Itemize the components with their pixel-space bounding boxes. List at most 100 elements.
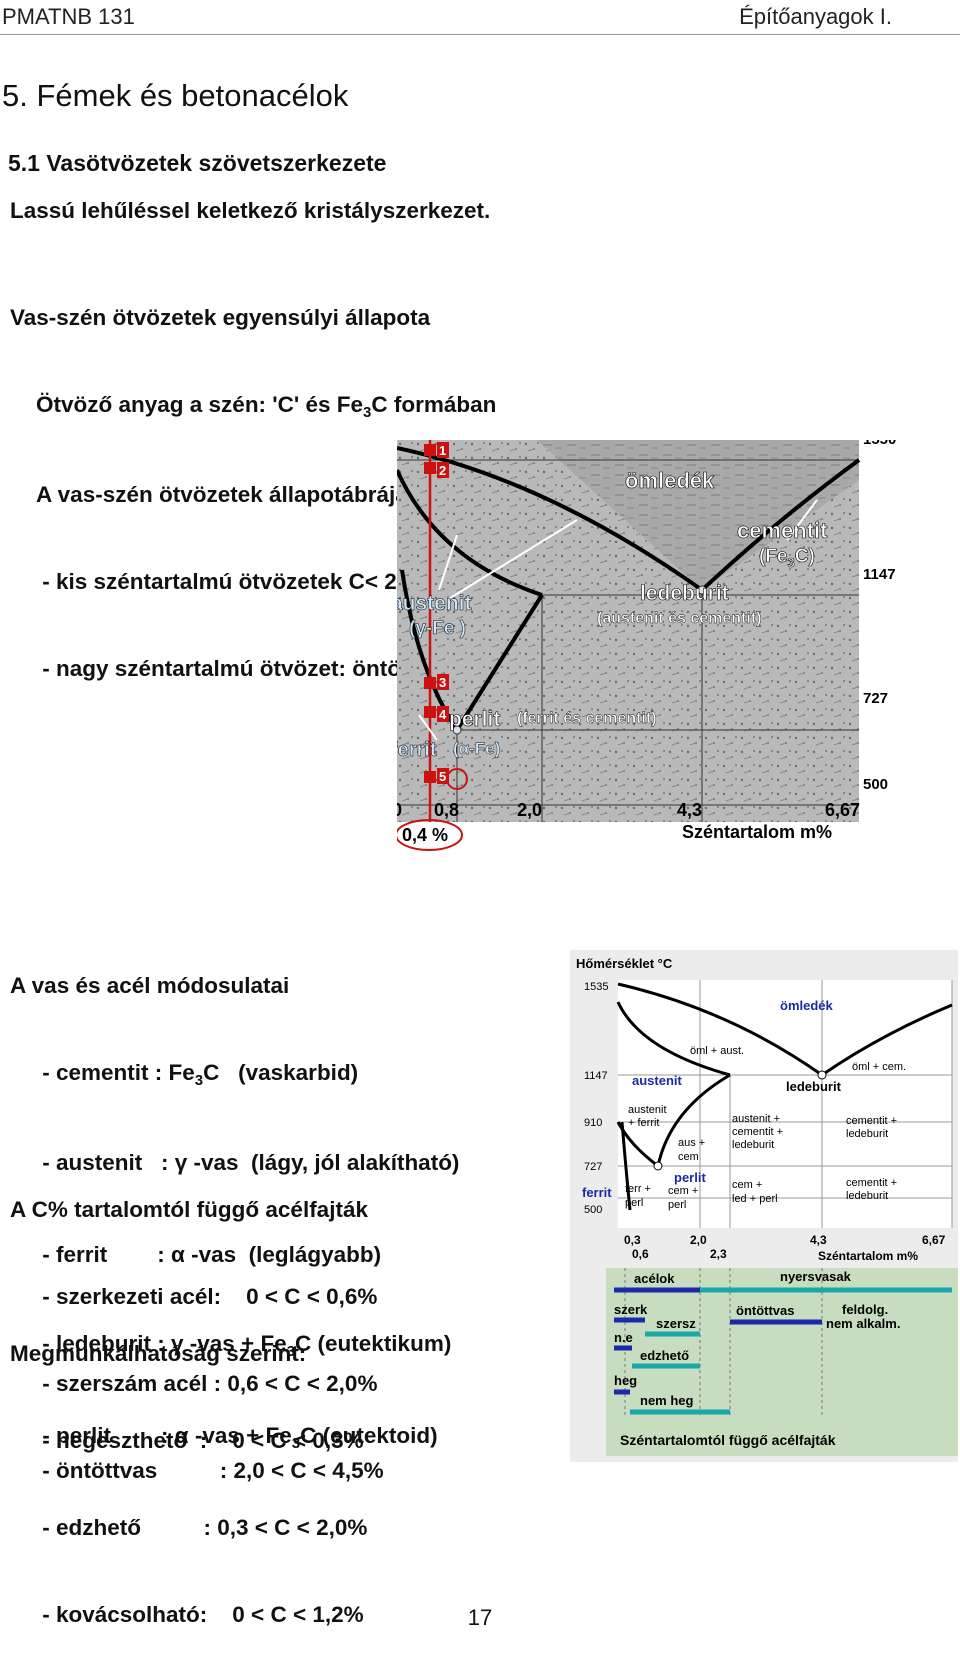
d2-xlabel: Széntartalom m% <box>818 1249 918 1263</box>
workability-forgeable: - kovácsolható: 0 < C < 1,2% <box>36 1602 364 1627</box>
mod-austenit: - austenit : γ -vas (lágy, jól alakíthat… <box>36 1150 460 1175</box>
label-ferrit: ferrit <box>397 739 437 761</box>
workability-title: Megmunkálhatóság szerint: <box>10 1341 307 1366</box>
d2-band-caption: Széntartalomtól függő acélfajták <box>620 1432 836 1448</box>
label-ledeburit: ledeburit <box>640 582 729 605</box>
d2-temp-500: 500 <box>584 1204 602 1216</box>
label-ledeburit-sub: (austenit és cementit) <box>597 610 761 627</box>
d2-aus-ferrit-2: + ferrit <box>628 1117 659 1129</box>
d2-perlit: perlit <box>674 1170 706 1185</box>
modifications-title: A vas és acél módosulatai <box>10 973 290 998</box>
d2-fp-2: perl <box>625 1197 643 1209</box>
temp-1147: 1147 <box>863 566 896 583</box>
d2-carbon-0-6: 0,6 <box>632 1247 649 1261</box>
d2-acl-3: ledeburit <box>732 1139 774 1151</box>
temp-1550: 1550 <box>863 440 896 448</box>
carbon-4-3: 4,3 <box>677 800 702 820</box>
diagram2-ytitle: Hőmérséklet °C <box>576 956 673 971</box>
section-title: 5.1 Vasötvözetek szövetszerkezete <box>8 150 387 176</box>
mod-cementit: - cementit : Fe3C (vaskarbid) <box>36 1060 359 1089</box>
d2-carbon-2-0: 2,0 <box>690 1233 707 1247</box>
steel-types-title: A C% tartalomtól függő acélfajták <box>10 1197 368 1222</box>
steel-types-block: A C% tartalomtól függő acélfajták - szer… <box>10 1137 384 1514</box>
d2-acl-2: cementit + <box>732 1126 783 1138</box>
carbon-0-8: 0,8 <box>434 800 459 820</box>
label-perlit-sub: (ferrit és cementit) <box>517 710 657 727</box>
d2-band-feldolg-1: feldolg. <box>842 1302 888 1317</box>
workability-block: Megmunkálhatóság szerint: - hegeszthető … <box>10 1281 367 1658</box>
d2-band-feldolg-2: nem alkalm. <box>826 1316 900 1331</box>
equilibrium-line-2: Ötvöző anyag a szén: 'C' és Fe3C formába… <box>36 392 497 421</box>
label-austenit-sub: (γ-Fe ) <box>409 618 466 639</box>
d2-band-nyersvasak: nyersvasak <box>780 1269 852 1284</box>
label-austenit: austenit <box>397 592 472 615</box>
carbon-6-67: 6,67 <box>825 800 860 820</box>
d2-oml-cem: öml + cem. <box>852 1061 906 1073</box>
d2-band-szersz: szersz <box>656 1316 696 1331</box>
label-cementit: cementit <box>737 518 828 543</box>
mod-ferrit: - ferrit : α -vas (leglágyabb) <box>36 1242 382 1267</box>
d2-acl-1: austenit + <box>732 1113 780 1125</box>
point-2-label: 2 <box>439 463 446 478</box>
header-course-code: PMATNB 131 <box>2 4 135 29</box>
workability-weldable: - hegeszthető : 0 < C < 0,3% <box>36 1428 364 1453</box>
d2-austenit: austenit <box>632 1073 683 1088</box>
d2-aus-cem-2: cem <box>678 1151 699 1163</box>
d2-clp-1: cem + <box>732 1179 762 1191</box>
label-ferrit-sub: (α-Fe) <box>453 739 500 758</box>
marked-carbon: 0,4 % <box>402 825 448 845</box>
d2-aus-ferrit-1: austenit <box>628 1104 667 1116</box>
d2-band-ontottvas: öntöttvas <box>736 1303 795 1318</box>
temp-500: 500 <box>863 776 888 793</box>
equilibrium-text: Vas-szén ötvözetek egyensúlyi állapota Ö… <box>10 245 496 712</box>
workability-hardenable: - edzhető : 0,3 < C < 2,0% <box>36 1515 368 1540</box>
d2-carbon-0-3: 0,3 <box>624 1233 641 1247</box>
d2-carbon-4-3: 4,3 <box>810 1233 827 1247</box>
temp-727: 727 <box>863 690 888 707</box>
point-4-label: 4 <box>439 707 447 722</box>
d2-ledeburit: ledeburit <box>786 1079 842 1094</box>
d2-temp-910: 910 <box>584 1117 602 1129</box>
d2-cp-1: cem + <box>668 1185 698 1197</box>
header-subject: Építőanyagok I. <box>739 4 892 29</box>
d2-cl2-1: cementit + <box>846 1177 897 1189</box>
fe-c-phase-diagram: 1 2 3 4 5 ömledék cementit (Fe3C) ledebu… <box>397 440 932 886</box>
d2-oml-aust: öml + aust. <box>690 1045 744 1057</box>
intro-text: Lassú lehűléssel keletkező kristályszerk… <box>10 198 491 223</box>
header-rule <box>0 34 960 35</box>
d2-carbon-6-67: 6,67 <box>922 1233 946 1247</box>
d2-aus-cem-1: aus + <box>678 1137 705 1149</box>
d2-band-nem-heg: nem heg <box>640 1393 694 1408</box>
d2-cp-2: perl <box>668 1199 686 1211</box>
d2-band-edzheto: edzhető <box>640 1348 689 1363</box>
steel-type-structural: - szerkezeti acél: 0 < C < 0,6% <box>36 1284 378 1309</box>
label-perlit: perlit <box>449 708 500 731</box>
modifications-block: A vas és acél módosulatai - cementit : F… <box>10 913 459 1482</box>
d2-band-ne: n.e <box>614 1330 633 1345</box>
d2-clp-2: led + perl <box>732 1193 778 1205</box>
mod-perlit: - perlit : α -vas + Fe3C (eutektoid) <box>36 1423 438 1452</box>
carbon-axis-label: Széntartalom m% <box>682 822 832 842</box>
d2-temp-1147: 1147 <box>584 1070 608 1082</box>
d2-band-szerk: szerk <box>614 1302 648 1317</box>
point-1-label: 1 <box>439 443 446 458</box>
point-5-label: 5 <box>439 769 446 784</box>
steel-type-tool: - szerszám acél : 0,6 < C < 2,0% <box>36 1371 378 1396</box>
d2-temp-727: 727 <box>584 1161 602 1173</box>
carbon-2-0: 2,0 <box>517 800 542 820</box>
label-cementit-formula: (Fe3C) <box>759 546 815 570</box>
label-omledek: ömledék <box>625 468 715 493</box>
equilibrium-line-3: A vas-szén ötvözetek állapotábrája <box>36 482 408 507</box>
carbon-0: 0 <box>397 800 402 820</box>
d2-omledek: ömledék <box>780 998 834 1013</box>
mod-ledeburit: - ledeburit : γ -vas + Fe3C (eutektikum) <box>36 1331 452 1360</box>
steel-type-cast-iron: - öntöttvas : 2,0 < C < 4,5% <box>36 1458 384 1483</box>
d2-fp-1: ferr + <box>625 1183 651 1195</box>
chapter-title: 5. Fémek és betonacélok <box>2 78 349 113</box>
d2-band-acelok: acélok <box>634 1271 675 1286</box>
equilibrium-line-1: Vas-szén ötvözetek egyensúlyi állapota <box>10 305 431 330</box>
d2-ferrit: ferrit <box>582 1185 612 1200</box>
d2-cl-1: cementit + <box>846 1115 897 1127</box>
d2-cl-2: ledeburit <box>846 1128 888 1140</box>
d2-temp-1535: 1535 <box>584 981 608 993</box>
